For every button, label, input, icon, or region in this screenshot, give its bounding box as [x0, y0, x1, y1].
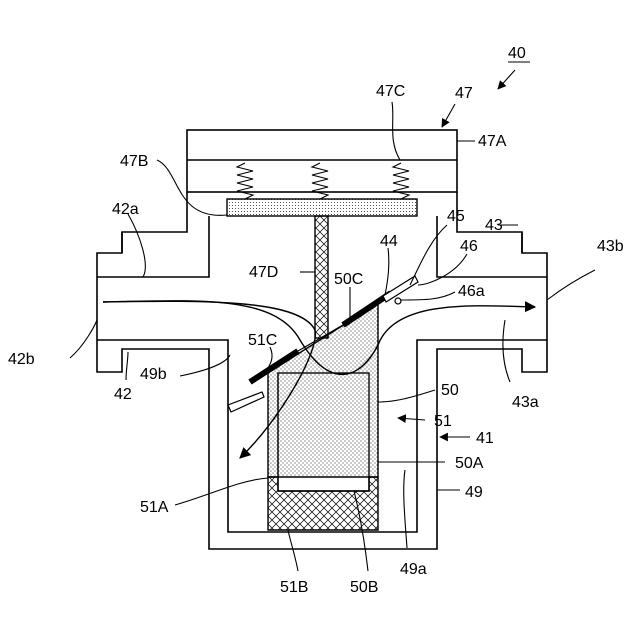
- label-45: 45: [447, 208, 465, 225]
- label-49a: 49a: [400, 561, 427, 578]
- label-49: 49: [465, 484, 483, 501]
- plate-47B: [227, 199, 417, 216]
- label-44: 44: [380, 233, 398, 250]
- label-43a: 43a: [512, 394, 539, 411]
- label-49b: 49b: [140, 366, 167, 383]
- mesh-51B: [268, 477, 378, 530]
- label-43: 43: [485, 217, 503, 234]
- label-47A: 47A: [478, 133, 507, 150]
- label-47: 47: [455, 85, 473, 102]
- label-42: 42: [114, 386, 132, 403]
- label-51C: 51C: [248, 332, 277, 349]
- springs: [237, 163, 409, 199]
- label-50A: 50A: [455, 455, 484, 472]
- label-43b: 43b: [597, 238, 624, 255]
- actuator-top-plate-47A: [187, 130, 457, 192]
- label-51A: 51A: [140, 499, 169, 516]
- label-47B: 47B: [120, 153, 148, 170]
- label-50: 50: [441, 382, 459, 399]
- label-46a: 46a: [458, 283, 485, 300]
- label-42a: 42a: [112, 201, 139, 218]
- label-47D: 47D: [249, 264, 278, 281]
- label-51: 51: [434, 413, 452, 430]
- label-46: 46: [460, 238, 478, 255]
- label-40: 40: [508, 45, 526, 62]
- label-47C: 47C: [376, 83, 405, 100]
- label-50C: 50C: [334, 271, 363, 288]
- label-42b: 42b: [8, 351, 35, 368]
- hinge-46a: [395, 298, 401, 304]
- label-51B: 51B: [280, 579, 308, 596]
- label-41: 41: [476, 430, 494, 447]
- label-50B: 50B: [350, 579, 378, 596]
- rod-47D: [315, 216, 328, 338]
- flap-49b: [228, 392, 264, 412]
